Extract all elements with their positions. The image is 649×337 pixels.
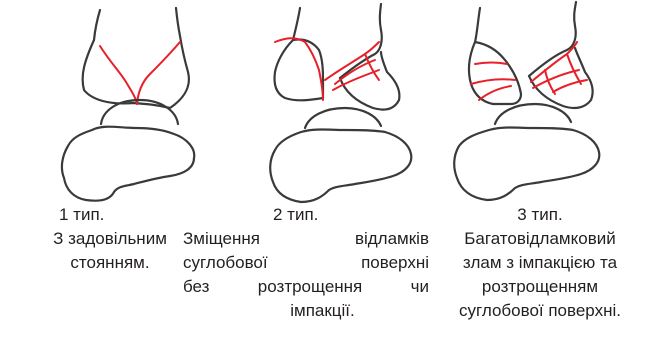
type-3-desc-line-1: Багатовідламковий (433, 227, 647, 251)
type-1-desc-line-2: стоянням. (20, 251, 200, 275)
distal-radius-outline (274, 4, 399, 110)
type-3-label: 3 тип. (433, 203, 647, 227)
type-1-label: 1 тип. (45, 203, 175, 227)
type-2-desc-line-2: суглобової поверхні (183, 251, 429, 275)
type-2-label: 2 тип. (215, 203, 430, 227)
type-2-desc-line-1: Зміщення відламків (183, 227, 429, 251)
distal-radius-outline (469, 2, 593, 108)
type-2-caption: 2 тип. Зміщення відламків суглобової пов… (215, 203, 430, 323)
type-3-desc-line-3: розтрощенням (433, 275, 647, 299)
fracture-lines (471, 42, 587, 100)
type-1-illustration (0, 0, 210, 210)
carpal-bones-outline (454, 104, 599, 200)
type-2-illustration (215, 0, 430, 210)
type-3-desc-line-2: злам з імпакцією та (433, 251, 647, 275)
type-2-desc-line-4: імпакції. (215, 299, 430, 323)
type-1-desc-line-1: З задовільним (20, 227, 200, 251)
fracture-lines (275, 38, 379, 100)
carpal-bones-outline (270, 108, 411, 202)
type-3-desc-line-4: суглобової поверхні. (433, 299, 647, 323)
type-2-desc-line-3: без розтрощення чи (183, 275, 429, 299)
distal-radius-outline (83, 8, 189, 108)
type-3-illustration (435, 0, 649, 210)
panel-type-2: 2 тип. Зміщення відламків суглобової пов… (215, 0, 430, 337)
fracture-lines (100, 42, 180, 104)
panel-type-3: 3 тип. Багатовідламковий злам з імпакціє… (435, 0, 649, 337)
type-1-caption: 1 тип. З задовільним стоянням. (45, 203, 175, 275)
type-3-caption: 3 тип. Багатовідламковий злам з імпакціє… (433, 203, 647, 323)
panel-type-1: 1 тип. З задовільним стоянням. (0, 0, 210, 337)
carpal-bones-outline (62, 100, 194, 201)
